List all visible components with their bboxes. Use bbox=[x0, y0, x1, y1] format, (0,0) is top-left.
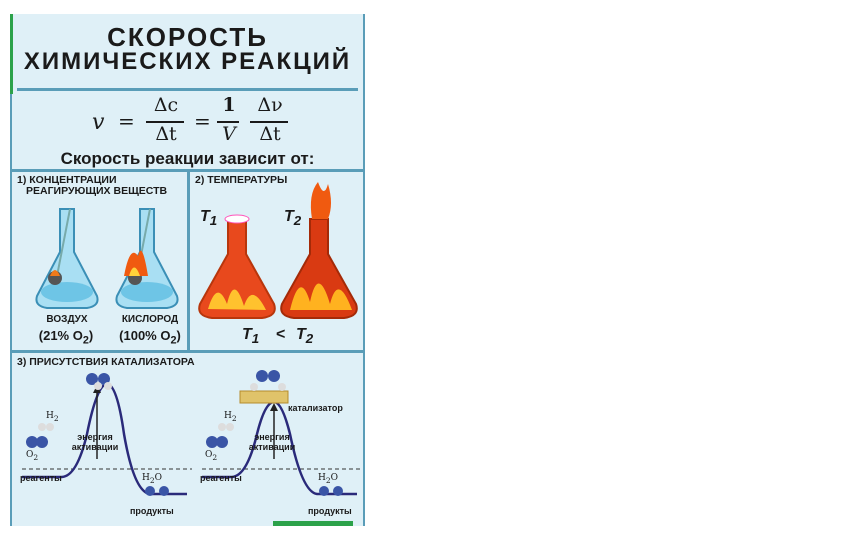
o2-label-right: O2 bbox=[205, 450, 218, 462]
air-value: (21% O2) bbox=[38, 328, 94, 347]
oxygen-value: (100% O2) bbox=[119, 328, 181, 347]
panel-concentration-label-2: РЕАГИРУЮЩИХ ВЕЩЕСТВ bbox=[26, 185, 168, 197]
fraction-line-1 bbox=[146, 121, 184, 123]
reagents-left: реагенты bbox=[20, 473, 62, 483]
accent-bar bbox=[10, 14, 13, 94]
energy-curve-catalyzed bbox=[202, 370, 362, 496]
products-right: продукты bbox=[308, 506, 352, 516]
flask-air-icon bbox=[35, 208, 99, 309]
publisher-logo bbox=[273, 521, 353, 526]
formula-num3: Δν bbox=[257, 94, 283, 116]
illustrations bbox=[22, 182, 362, 496]
hot-flask-t2-icon bbox=[280, 182, 358, 319]
subtitle: Скорость реакции зависит от: bbox=[60, 149, 315, 168]
formula-den2: V bbox=[222, 123, 236, 145]
panel-catalyst-label: 3) ПРИСУТСТВИЯ КАТАЛИЗАТОРА bbox=[17, 356, 195, 368]
hot-flask-t1-icon bbox=[198, 214, 276, 319]
formula-num2: 1 bbox=[222, 94, 236, 116]
h2o-label-right: H2O bbox=[318, 473, 339, 485]
panel-temperature-label: 2) ТЕМПЕРАТУРЫ bbox=[195, 174, 288, 186]
formula-den1: Δt bbox=[155, 123, 177, 145]
reagents-right: реагенты bbox=[200, 473, 242, 483]
air-caption: ВОЗДУХ bbox=[46, 314, 88, 325]
poster: СКОРОСТЬ ХИМИЧЕСКИХ РЕАКЦИЙ v = Δc Δt = … bbox=[10, 14, 365, 526]
fraction-line-3 bbox=[250, 121, 288, 123]
compare-t2: T2 bbox=[296, 326, 314, 347]
compare-op: < bbox=[276, 326, 286, 343]
h2-label-left: H2 bbox=[46, 411, 59, 423]
t2-label: T2 bbox=[284, 208, 302, 229]
title-line1: СКОРОСТЬ bbox=[107, 22, 268, 52]
catalyst-label: катализатор bbox=[288, 403, 343, 413]
o2-label-left: O2 bbox=[26, 450, 39, 462]
oxygen-caption: КИСЛОРОД bbox=[121, 314, 179, 325]
h2o-label-left: H2O bbox=[142, 473, 163, 485]
t1-label: T1 bbox=[200, 208, 218, 229]
fraction-line-2 bbox=[217, 121, 239, 123]
formula-den3: Δt bbox=[259, 123, 281, 145]
formula-v: v bbox=[92, 110, 105, 135]
title-divider bbox=[17, 88, 358, 91]
products-left: продукты bbox=[130, 506, 174, 516]
rate-formula: v = Δc Δt = 1 V Δν Δt bbox=[12, 94, 363, 150]
h2-label-right: H2 bbox=[224, 411, 237, 423]
formula-eq1: = bbox=[118, 109, 135, 133]
compare-t1: T1 bbox=[242, 326, 260, 347]
title-line2: ХИМИЧЕСКИХ РЕАКЦИЙ bbox=[23, 48, 352, 75]
energy-curve-uncatalyzed bbox=[22, 373, 192, 496]
panel-divider-bottom bbox=[12, 350, 363, 353]
panel-concentration-label-1: 1) КОНЦЕНТРАЦИИ bbox=[17, 174, 117, 186]
formula-num1: Δc bbox=[153, 94, 179, 116]
panel-divider-vertical bbox=[187, 169, 190, 351]
formula-eq2: = bbox=[194, 109, 211, 133]
flask-oxygen-icon bbox=[115, 208, 179, 309]
